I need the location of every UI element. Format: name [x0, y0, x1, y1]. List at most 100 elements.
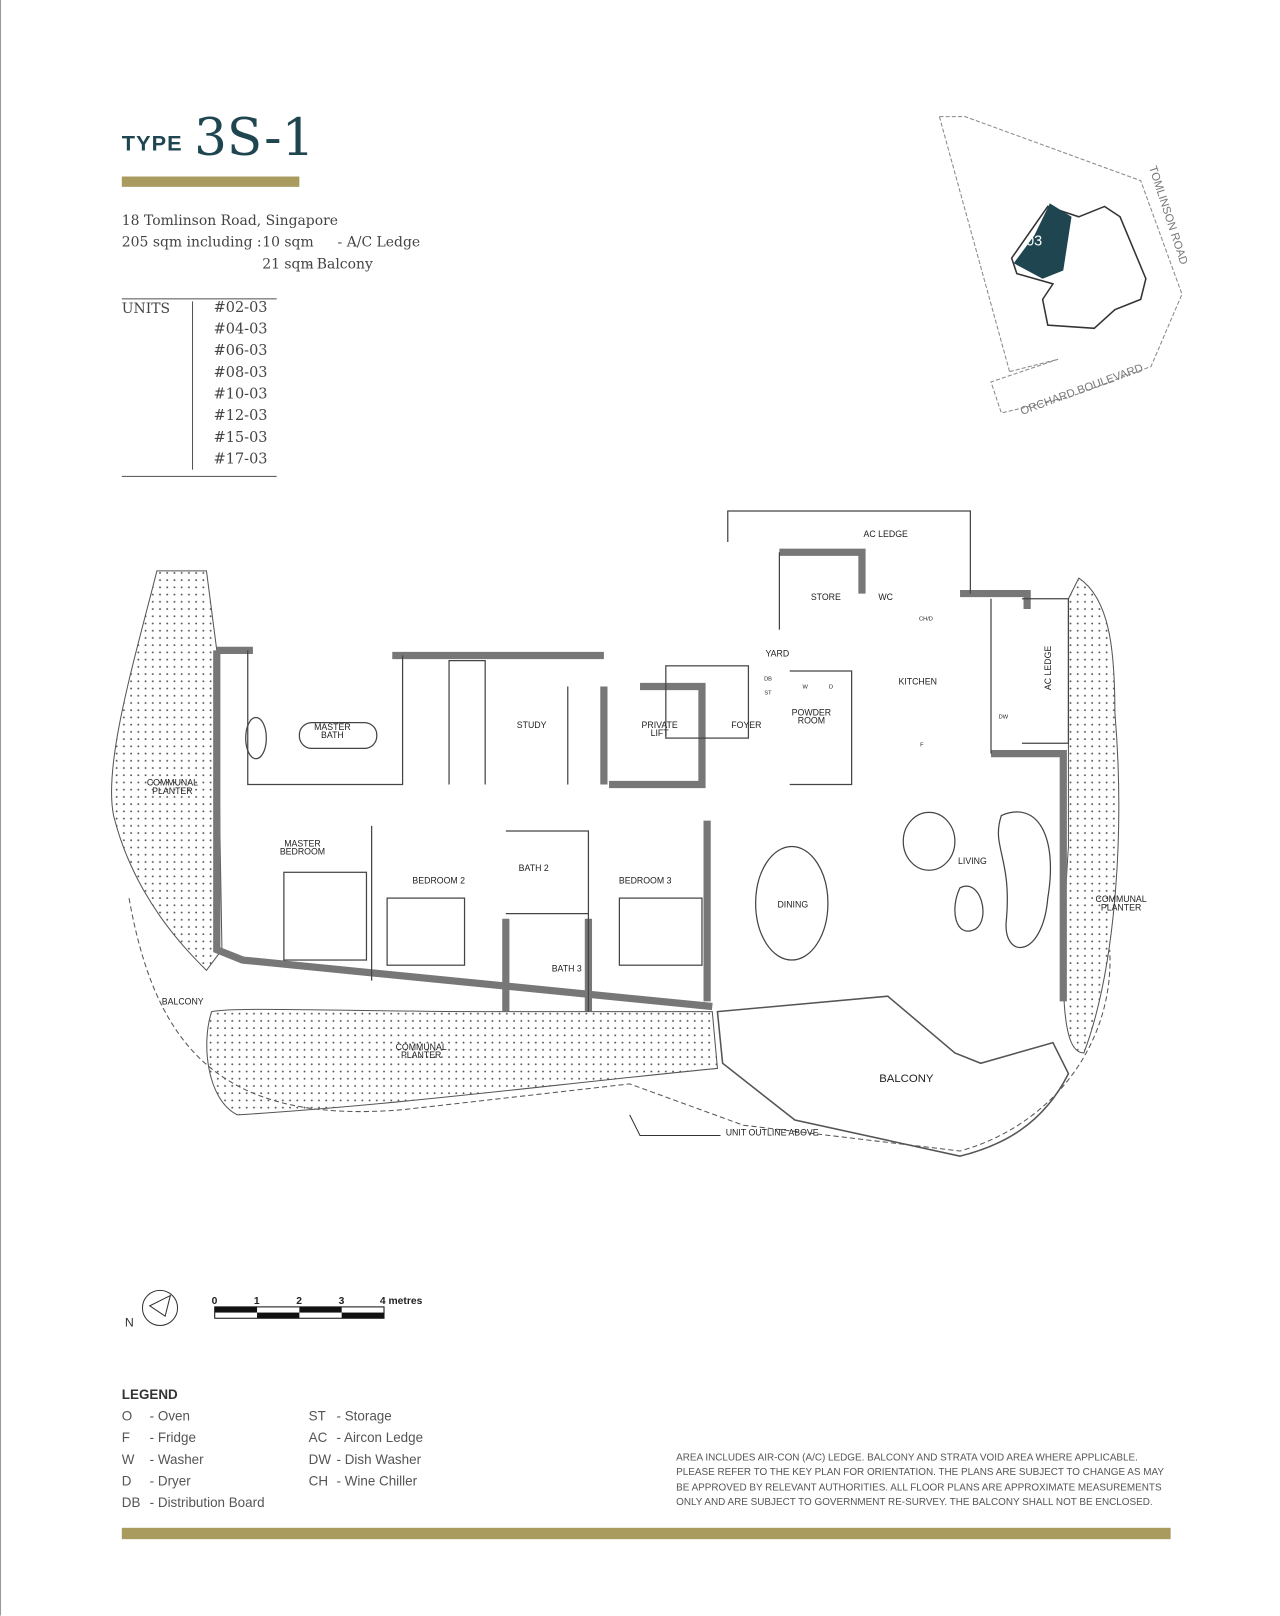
legend-label: - Aircon Ledge — [336, 1429, 424, 1446]
unit-item: #15-03 — [213, 429, 268, 446]
disclaimer-line: BE APPROVED BY RELEVANT AUTHORITIES. ALL… — [676, 1481, 1162, 1494]
label-f: F — [920, 742, 924, 748]
balcony-area: 21 sqm — [262, 256, 314, 273]
legend-label: - Oven — [149, 1408, 190, 1424]
unit-outline-above — [128, 898, 1111, 1152]
room-wc: WC — [878, 592, 893, 602]
label-communal-planter-e-2: PLANTER — [1101, 902, 1141, 912]
north-label: N — [125, 1316, 134, 1330]
legend-label: - Washer — [149, 1451, 204, 1467]
unit-03-highlight — [1013, 203, 1072, 279]
area-total: 205 sqm including : — [121, 234, 262, 251]
balcony-outline — [716, 995, 1070, 1157]
label-communal-planter-s-2: PLANTER — [401, 1050, 441, 1060]
room-store: STORE — [811, 592, 841, 602]
room-ac-ledge-side: AC LEDGE — [1043, 646, 1053, 690]
interior-lines — [245, 510, 1070, 1012]
scale-tick: 0 — [212, 1296, 218, 1307]
legend-code: ST — [308, 1408, 326, 1424]
scale-and-north: N 0 1 2 3 4 metres — [125, 1289, 423, 1330]
key-plan: 03 TOMLINSON ROAD ORCHARD BOULEVARD — [938, 116, 1187, 418]
floor-plan: AC LEDGE STORE WC CH/D YARD KITCHEN AC L… — [111, 510, 1147, 1157]
disclaimer-line: ONLY AND ARE SUBJECT TO GOVERNMENT RE-SU… — [676, 1496, 1153, 1509]
unit-item: #08-03 — [213, 364, 268, 381]
disclaimer: AREA INCLUDES AIR-CON (A/C) LEDGE. BALCO… — [676, 1451, 1172, 1510]
label-db: DB — [764, 676, 772, 682]
room-bedroom-3: BEDROOM 3 — [619, 876, 672, 886]
legend-code: DW — [308, 1451, 332, 1467]
room-private-lift-2: LIFT — [651, 728, 670, 738]
walls — [213, 548, 1067, 1012]
unit-item: #12-03 — [213, 407, 268, 425]
room-balcony-main: BALCONY — [879, 1073, 934, 1085]
legend-code: DB — [121, 1494, 141, 1511]
planter-east — [1062, 577, 1120, 1054]
label-ch: CH/D — [919, 616, 933, 622]
address: 18 Tomlinson Road, Singapore — [121, 212, 339, 230]
label-communal-planter-s: COMMUNAL — [396, 1042, 447, 1052]
units-top-rule — [121, 298, 277, 300]
label-d: D — [829, 685, 833, 691]
legend-label: - Wine Chiller — [336, 1473, 418, 1489]
units-bottom-rule — [121, 475, 277, 477]
page-edge — [0, 0, 2, 1616]
room-yard: YARD — [765, 649, 789, 659]
legend-label: - Fridge — [149, 1429, 196, 1446]
type-code: 3S-1 — [194, 107, 315, 168]
unit-item: #04-03 — [213, 321, 268, 338]
key-unit-label: 03 — [1026, 234, 1042, 250]
scale-tick: 1 — [254, 1296, 260, 1307]
units-label: UNITS — [121, 300, 171, 317]
legend-label: - Distribution Board — [149, 1494, 265, 1511]
scale-tick: 4 metres — [380, 1296, 423, 1307]
legend-code: D — [121, 1473, 132, 1489]
room-private-lift: PRIVATE — [642, 720, 678, 730]
footer-bar — [121, 1527, 1171, 1540]
ac-ledge-label: - A/C Ledge — [337, 234, 421, 251]
scale-tick: 2 — [296, 1296, 302, 1307]
unit-item: #17-03 — [213, 451, 268, 468]
site-boundary-west — [938, 116, 1011, 372]
legend-code: CH — [308, 1473, 329, 1489]
unit-item: #06-03 — [213, 342, 268, 360]
planter-west — [111, 570, 223, 972]
ac-ledge-area: 10 sqm — [262, 234, 314, 251]
label-communal-planter-e: COMMUNAL — [1096, 894, 1147, 904]
label-communal-planter-w-2: PLANTER — [152, 786, 192, 796]
room-living: LIVING — [958, 856, 987, 866]
legend-code: F — [121, 1429, 131, 1446]
room-dining: DINING — [777, 899, 808, 909]
legend-code: O — [121, 1408, 133, 1424]
planter-south — [206, 1008, 719, 1116]
room-kitchen: KITCHEN — [898, 676, 936, 686]
site-boundary — [939, 116, 1183, 414]
room-study: STUDY — [517, 720, 547, 730]
north-arrow-icon — [141, 1289, 179, 1326]
room-master-bath-2: BATH — [321, 730, 344, 740]
disclaimer-line: PLEASE REFER TO THE KEY PLAN FOR ORIENTA… — [676, 1467, 1164, 1479]
legend-label: - Storage — [336, 1408, 392, 1424]
label-unit-outline-above: UNIT OUTLINE ABOVE — [726, 1128, 819, 1138]
road-orchard: ORCHARD BOULEVARD — [1019, 362, 1145, 418]
room-master-bedroom: MASTER — [284, 838, 321, 848]
balcony-label: - Balcony — [307, 256, 373, 273]
label-dw: DW — [999, 714, 1009, 720]
legend-title: LEGEND — [121, 1386, 178, 1402]
type-prefix: TYPE — [121, 132, 183, 156]
unit-item: #10-03 — [213, 386, 268, 403]
title-underline — [121, 176, 300, 187]
label-st: ST — [764, 691, 772, 697]
room-bedroom-2: BEDROOM 2 — [412, 876, 465, 886]
room-powder-room: POWDER — [792, 707, 831, 717]
scale-bar — [214, 1306, 385, 1319]
scale-tick: 3 — [339, 1296, 345, 1307]
label-w: W — [803, 685, 809, 691]
disclaimer-line: AREA INCLUDES AIR-CON (A/C) LEDGE. BALCO… — [676, 1452, 1138, 1464]
label-communal-planter-w: COMMUNAL — [147, 778, 198, 788]
room-master-bath: MASTER — [314, 722, 351, 732]
legend-code: W — [121, 1451, 135, 1467]
unit-outline-leader — [629, 1114, 721, 1137]
legend-label: - Dish Washer — [336, 1451, 422, 1467]
unit-item: #02-03 — [213, 299, 268, 316]
